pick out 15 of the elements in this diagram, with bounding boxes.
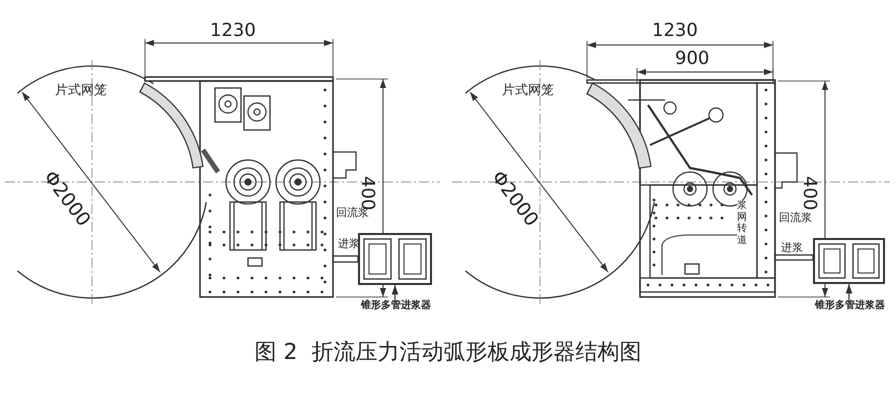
dimension-text: 900: [675, 50, 710, 68]
flow-label: 回流浆: [779, 212, 812, 223]
dimension-text: 1230: [210, 22, 256, 40]
figure-caption: 图 2 折流压力活动弧形板成形器结构图: [254, 342, 642, 364]
headbox-drawing: [358, 233, 432, 285]
dimension-text: 1230: [652, 22, 698, 40]
part-label: 片式网笼: [502, 84, 554, 97]
leader-line: [846, 284, 852, 301]
headbox-drawing: [813, 238, 885, 284]
leader-line: [392, 285, 398, 301]
part-label: 片式网笼: [55, 84, 107, 97]
flow-label: 进浆: [781, 242, 803, 253]
part-label: 浆网转道: [737, 200, 748, 246]
flow-label: 进浆: [338, 238, 360, 249]
dimension-text: 400: [800, 176, 818, 210]
